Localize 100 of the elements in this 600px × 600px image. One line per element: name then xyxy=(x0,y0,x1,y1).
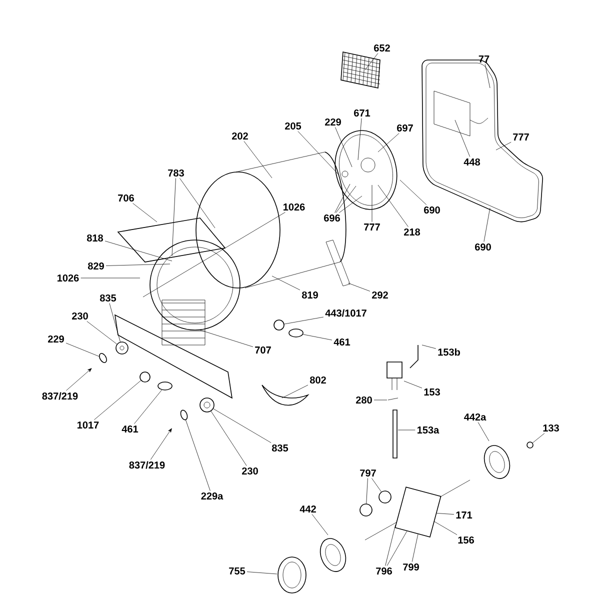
callout-number: 77 xyxy=(478,56,490,62)
leader-line xyxy=(532,433,545,444)
leader-line xyxy=(386,531,408,566)
leader-line xyxy=(106,264,170,266)
leader-line xyxy=(478,422,490,442)
small-part xyxy=(274,320,284,330)
leader-line xyxy=(422,344,436,349)
leader-line xyxy=(400,180,427,205)
callout-number: 229a xyxy=(201,492,224,500)
leader-line xyxy=(200,330,254,348)
callout-number: 755 xyxy=(229,568,246,574)
leader-line xyxy=(302,334,332,340)
small-part xyxy=(378,490,392,504)
leader-line xyxy=(282,384,308,398)
leader-line xyxy=(434,521,458,535)
callout-number: 461 xyxy=(334,338,350,346)
callout-number: 133 xyxy=(543,424,559,432)
small-part xyxy=(526,442,534,448)
callout-number: 802 xyxy=(310,376,326,384)
callout-number: 835 xyxy=(100,294,116,302)
leader-line xyxy=(336,186,356,213)
leader-line xyxy=(172,178,176,256)
leader-line xyxy=(132,203,158,222)
small-part xyxy=(200,398,214,412)
leader-line xyxy=(496,142,512,150)
leader-line xyxy=(298,131,340,176)
callout-number: 796 xyxy=(376,567,392,575)
leader-line xyxy=(366,478,368,504)
callout-number: 230 xyxy=(242,467,258,475)
leader-line xyxy=(94,380,142,420)
leader-line xyxy=(312,514,328,536)
callout-number: 690 xyxy=(475,243,491,251)
leader-line xyxy=(334,184,350,213)
leader-line xyxy=(348,282,370,292)
leader-line xyxy=(484,208,490,242)
callout-number: 690 xyxy=(424,206,440,214)
callout-number: 1026 xyxy=(58,274,79,282)
callout-number: 218 xyxy=(404,228,420,236)
small-part xyxy=(158,382,172,390)
leader-line xyxy=(404,380,422,388)
leader-line xyxy=(244,141,272,178)
leader-line xyxy=(210,411,247,466)
leader-line xyxy=(378,133,400,152)
leader-line xyxy=(454,120,470,157)
callout-number: 829 xyxy=(88,262,104,270)
callout-number: 777 xyxy=(364,224,380,230)
arrow xyxy=(66,368,92,391)
motor-drawing xyxy=(394,486,442,538)
callout-number: 229 xyxy=(325,118,341,126)
leader-line xyxy=(86,321,118,344)
callout-number: 1017 xyxy=(78,421,99,429)
leader-line xyxy=(484,64,490,88)
callout-number: 205 xyxy=(285,122,302,130)
callout-number: 461 xyxy=(122,425,138,433)
leader-line xyxy=(180,178,216,228)
leader-line xyxy=(284,316,324,324)
callout-number: 799 xyxy=(403,563,419,571)
leader-line xyxy=(213,408,272,443)
callout-number: 697 xyxy=(397,124,413,132)
callout-number: 777 xyxy=(513,134,529,140)
leader-line xyxy=(338,196,362,213)
leader-line xyxy=(436,513,454,515)
small-part xyxy=(140,372,150,382)
leader-line xyxy=(378,184,408,227)
small-part xyxy=(288,328,304,338)
callout-number: 153b xyxy=(438,348,460,356)
callout-number: 837/219 xyxy=(129,461,165,469)
callout-number: 443/1017 xyxy=(325,309,366,317)
callout-number: 819 xyxy=(302,291,318,299)
callout-number: 202 xyxy=(232,132,248,140)
leader-line xyxy=(104,240,172,262)
small-part xyxy=(99,353,107,363)
small-part xyxy=(116,342,128,354)
callout-number: 706 xyxy=(118,194,134,202)
callout-number: 153 xyxy=(424,388,440,396)
callout-number: 837/219 xyxy=(42,392,78,400)
callout-number: 707 xyxy=(255,346,271,354)
callout-number: 280 xyxy=(356,396,372,404)
callout-number: 156 xyxy=(458,536,474,544)
callout-number: 442 xyxy=(300,506,316,512)
callout-number: 1026 xyxy=(284,203,305,211)
leader-line xyxy=(186,420,210,491)
callout-number: 671 xyxy=(354,109,370,117)
arrow xyxy=(150,428,172,460)
callout-number: 229 xyxy=(48,335,64,343)
callout-number: 230 xyxy=(72,312,88,320)
leader-line xyxy=(272,276,300,290)
leader-line xyxy=(364,53,378,70)
small-part xyxy=(180,410,188,420)
leader-line xyxy=(134,390,162,424)
callout-number: 696 xyxy=(324,214,340,222)
callout-number: 171 xyxy=(456,512,472,518)
callout-number: 153a xyxy=(418,426,440,434)
leader-line xyxy=(412,534,418,562)
callout-number: 783 xyxy=(168,169,184,177)
leader-line xyxy=(335,127,352,168)
leader-line xyxy=(142,212,286,298)
callout-number: 652 xyxy=(374,44,390,52)
callout-number: 835 xyxy=(272,444,288,452)
callout-number: 797 xyxy=(360,469,376,477)
